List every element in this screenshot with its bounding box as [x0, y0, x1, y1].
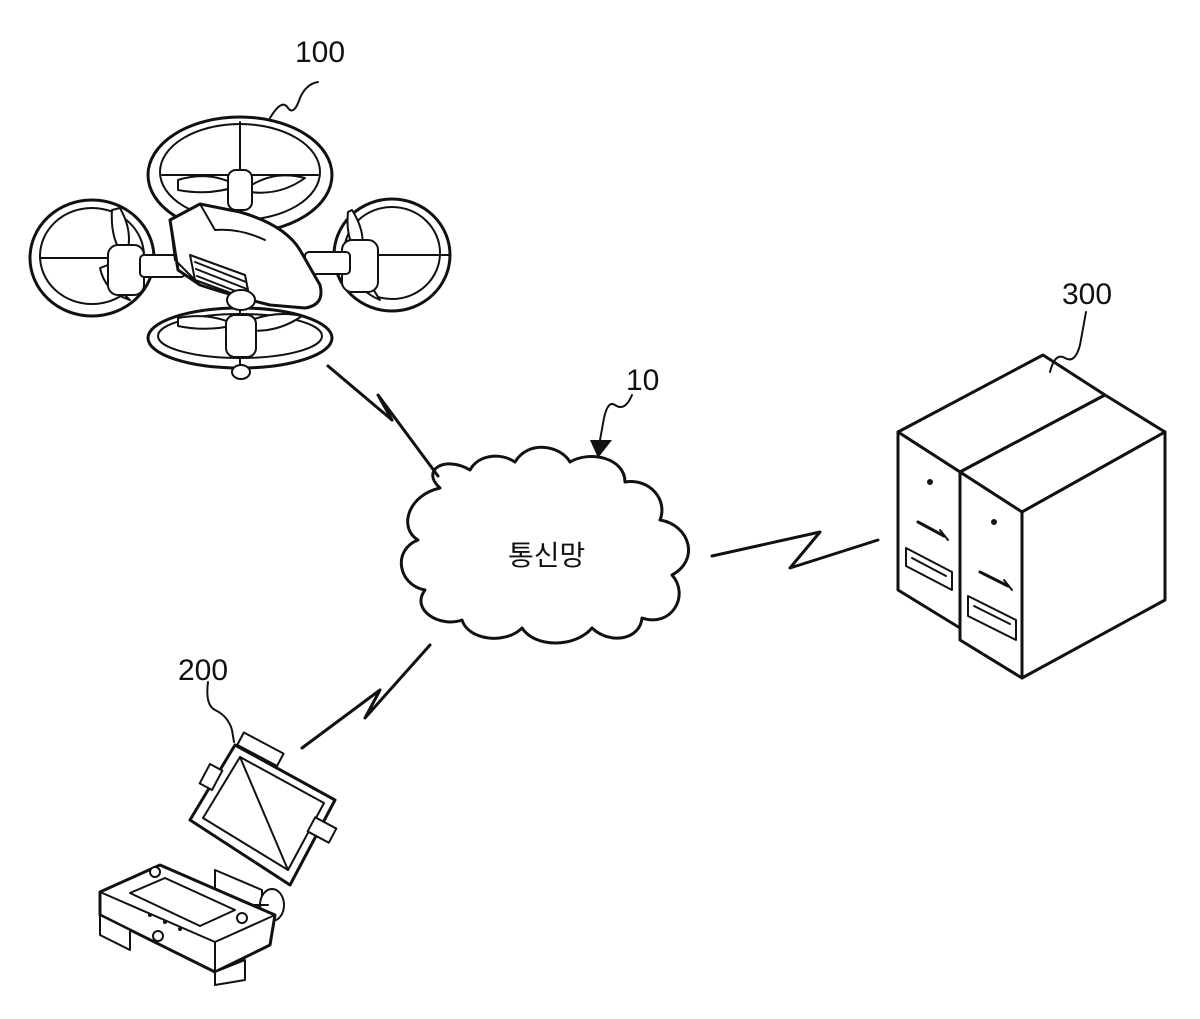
network-leader-arrow — [600, 395, 632, 440]
wireless-link-server-icon — [712, 532, 878, 568]
drone-icon — [30, 117, 450, 379]
server-ref-label: 300 — [1062, 278, 1112, 311]
controller-ref-label: 200 — [178, 654, 228, 687]
tablet-screen — [190, 732, 336, 885]
controller-leader-line — [207, 682, 234, 742]
drone-leader-line — [270, 82, 318, 118]
drone-ref-label: 100 — [295, 36, 345, 69]
drone-right-propeller-guard — [334, 199, 450, 311]
wireless-link-controller-icon — [302, 645, 430, 748]
network-ref-label: 10 — [626, 364, 659, 397]
wireless-link-drone-icon — [328, 366, 438, 476]
drone-left-propeller-guard — [30, 200, 154, 316]
controller-base — [100, 865, 275, 985]
remote-controller-icon — [100, 732, 336, 985]
network-label: 통신망 — [508, 539, 585, 572]
server-icon — [898, 355, 1165, 678]
